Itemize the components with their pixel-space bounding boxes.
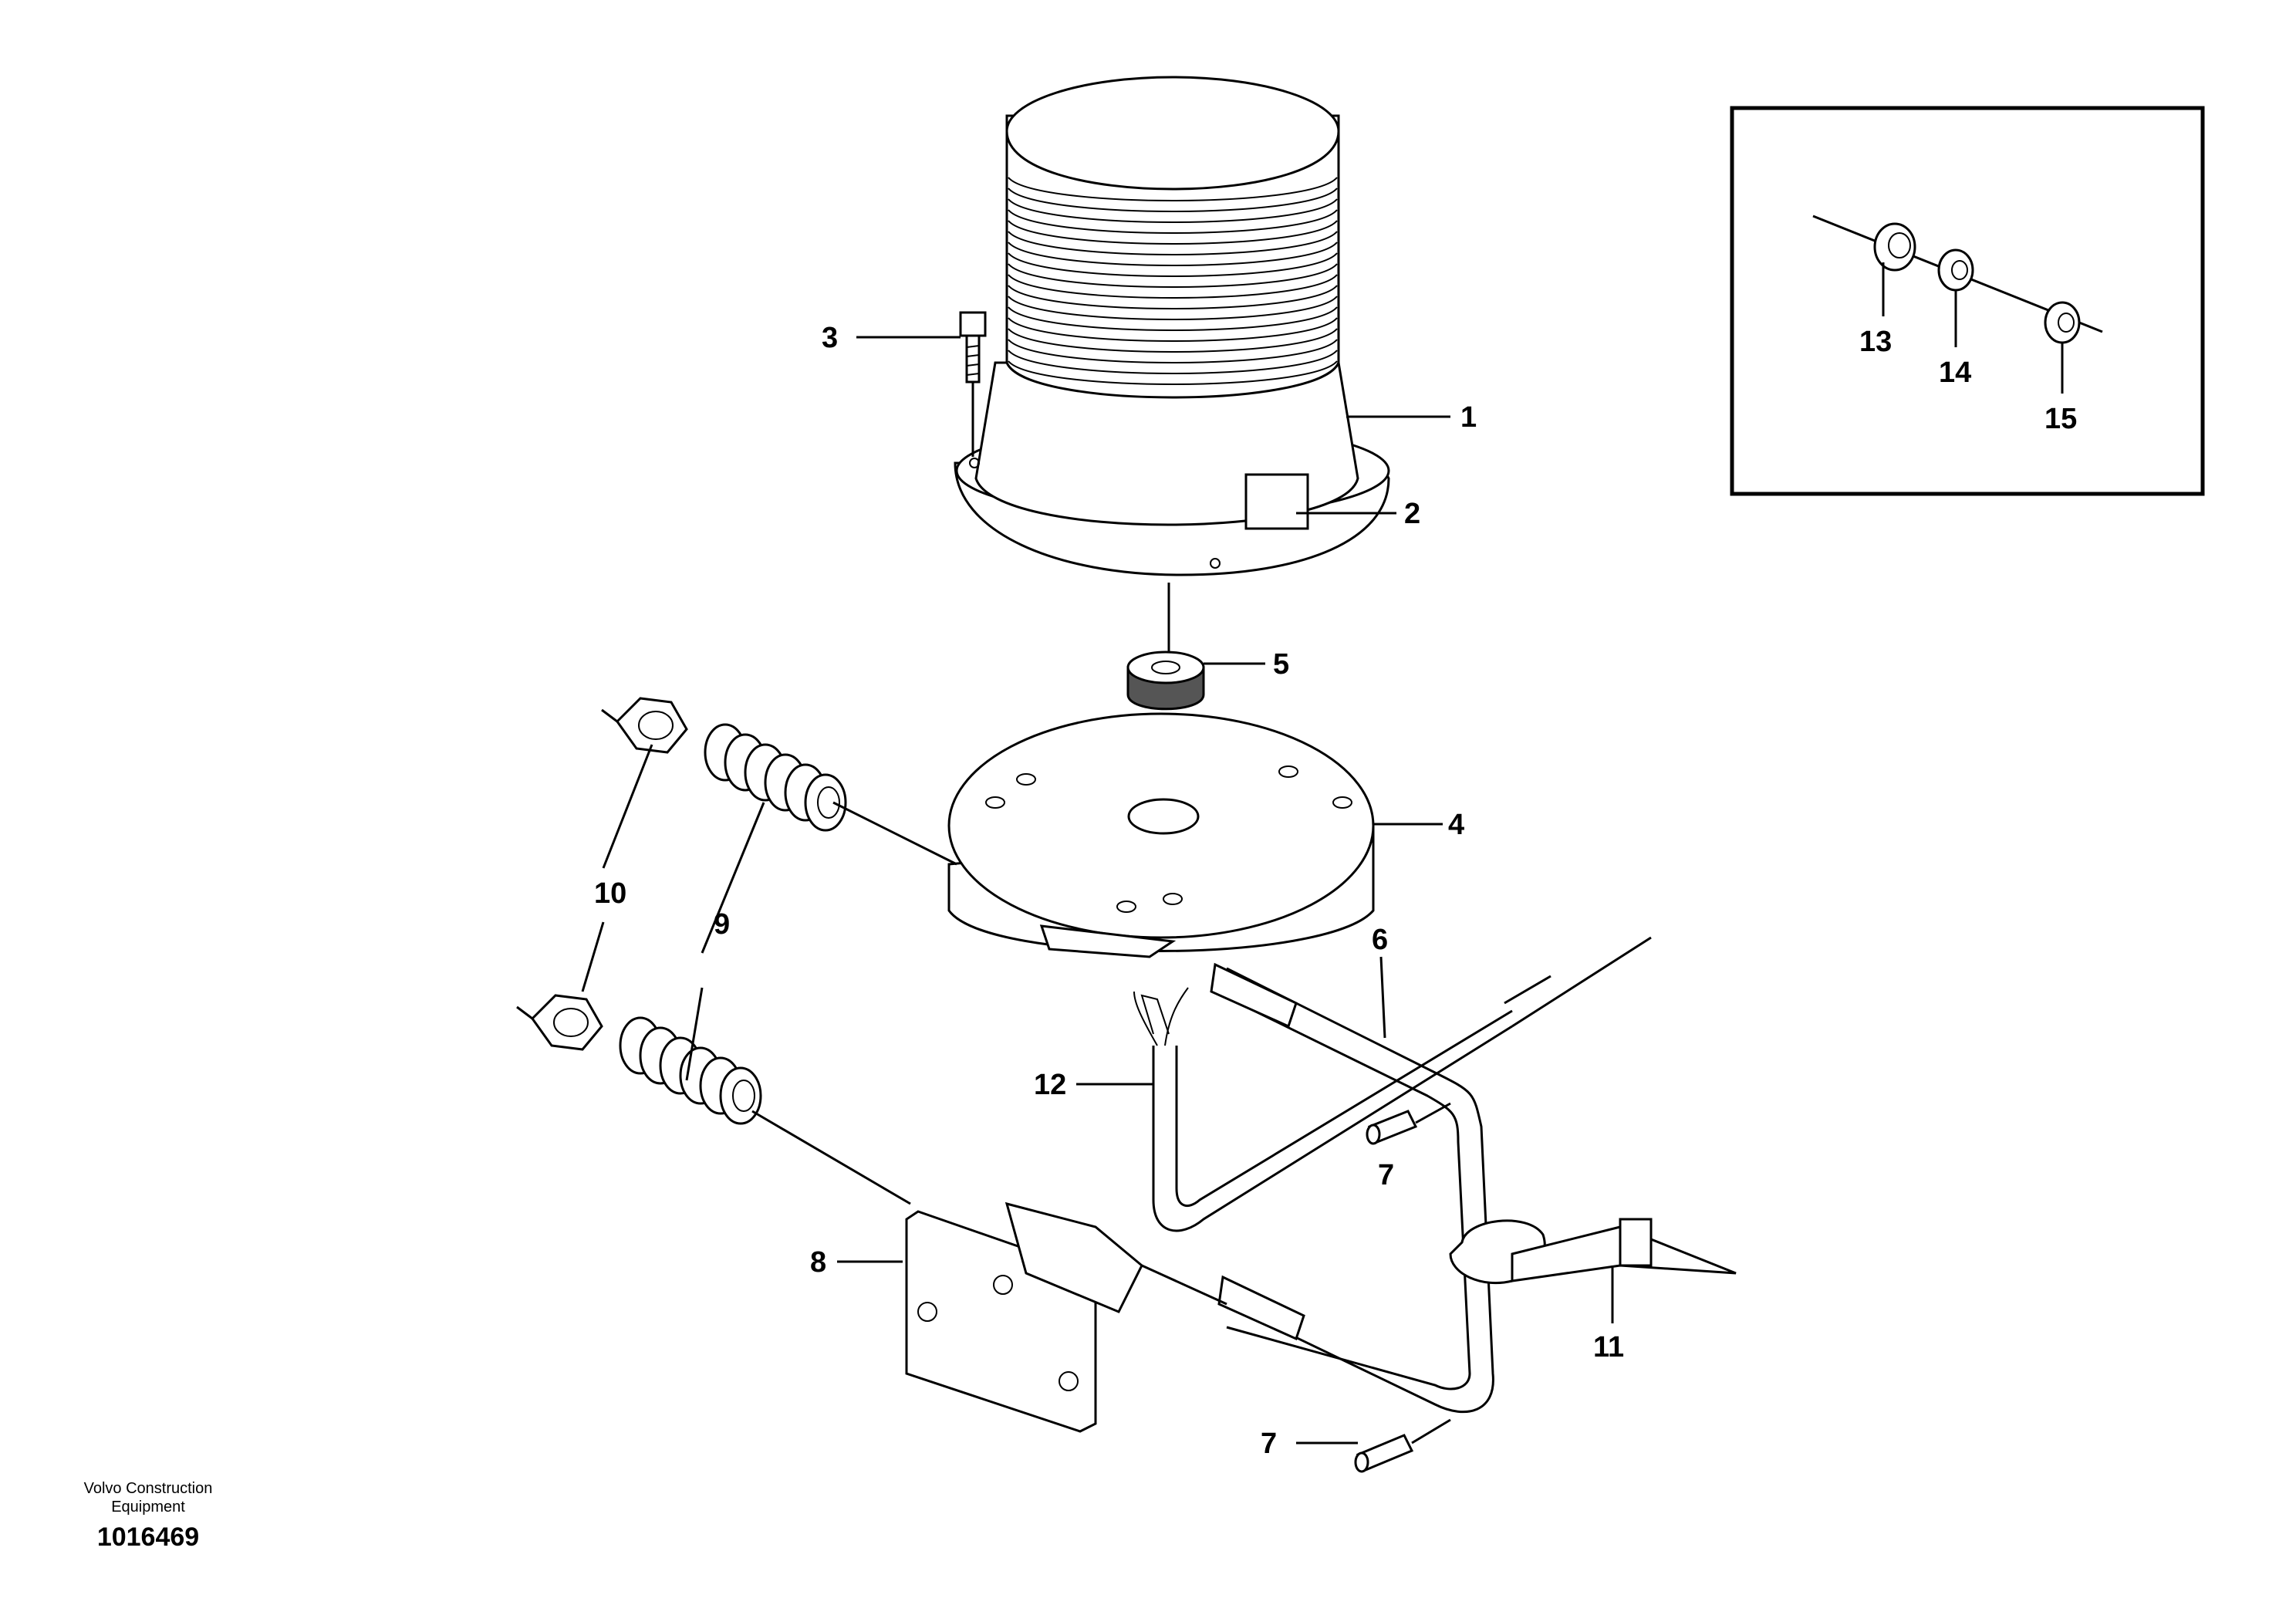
mounting-plate <box>947 712 1375 958</box>
cable <box>1133 936 1652 1232</box>
spring-lower <box>619 1016 762 1125</box>
pin-upper <box>1366 1110 1418 1145</box>
spring-upper <box>704 723 847 832</box>
cable-tie <box>1449 1218 1737 1285</box>
nut-upper <box>601 697 688 754</box>
nut-lower <box>516 994 603 1051</box>
callout-4: 4 <box>1448 809 1464 841</box>
mounting-bolt <box>959 311 987 457</box>
u-bolt <box>1210 962 1494 1414</box>
callout-15: 15 <box>2044 403 2077 435</box>
callout-3: 3 <box>822 322 838 354</box>
callout-11: 11 <box>1593 1331 1624 1363</box>
washer-13 <box>1873 222 1916 272</box>
footer-company-line1: Volvo Construction <box>84 1480 213 1497</box>
grommet <box>1126 650 1205 711</box>
washer-inset <box>1730 106 2205 496</box>
beacon-lamp <box>954 76 1390 576</box>
pin-lower <box>1354 1434 1414 1473</box>
callout-7-lower: 7 <box>1261 1428 1277 1460</box>
callout-13: 13 <box>1859 326 1892 358</box>
washer-14 <box>1937 248 1974 292</box>
washer-15 <box>2044 301 2081 344</box>
callout-8: 8 <box>810 1246 826 1279</box>
lens-ribs <box>1008 177 1338 385</box>
callout-6: 6 <box>1372 924 1388 956</box>
callout-2: 2 <box>1404 498 1420 530</box>
bracket <box>905 1201 1227 1433</box>
callout-7-upper: 7 <box>1378 1159 1394 1191</box>
callout-10: 10 <box>594 877 626 910</box>
callout-9: 9 <box>714 908 730 941</box>
footer-drawing-number: 1016469 <box>97 1522 199 1552</box>
callout-14: 14 <box>1939 357 1971 389</box>
footer-company-line2: Equipment <box>111 1499 185 1516</box>
label-plate <box>1244 473 1309 530</box>
callout-12: 12 <box>1034 1069 1066 1101</box>
callout-5: 5 <box>1273 648 1289 681</box>
callout-1: 1 <box>1460 401 1477 434</box>
